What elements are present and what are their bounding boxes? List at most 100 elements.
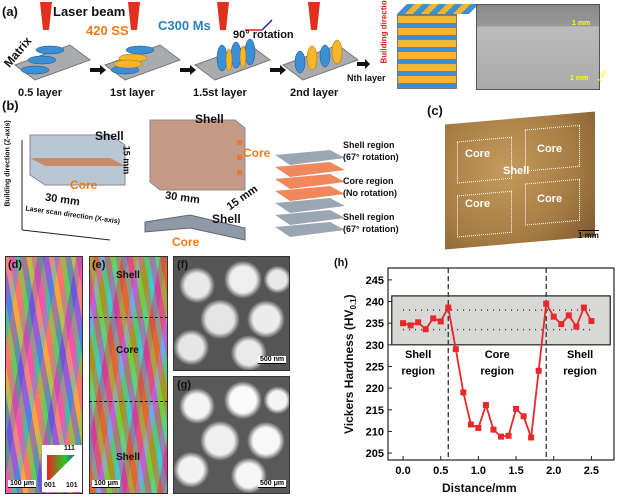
- ipf-label: 111: [64, 445, 75, 452]
- inset-photo: [391, 295, 611, 346]
- x-tick-label: 2.0: [546, 465, 561, 477]
- ipf-label: 101: [66, 482, 78, 489]
- shell-label: Shell: [212, 212, 241, 226]
- scale-label: 1 mm: [572, 20, 591, 27]
- ipf-triangle: [47, 455, 77, 480]
- laser-beam-icon: [40, 2, 320, 30]
- ss-tracks-icon: [113, 39, 343, 72]
- plot-frame: [387, 267, 615, 461]
- data-point: [400, 320, 407, 327]
- core-label: Core: [243, 146, 271, 160]
- y-tick-label: 210: [366, 426, 384, 438]
- shell-core-schematic: [21, 119, 345, 241]
- x-tick-label: 2.5: [584, 465, 599, 477]
- core-label: Core: [537, 143, 563, 155]
- region-label: region: [563, 365, 597, 377]
- rotation-icon: [245, 19, 273, 31]
- data-point: [407, 322, 414, 329]
- ms-label: C300 Ms: [158, 18, 211, 33]
- ebsd-map: [89, 256, 168, 494]
- ipf-label: 001: [44, 482, 56, 489]
- layer-label-core: Core region(No rotation): [343, 176, 397, 198]
- region-label: region: [480, 365, 514, 377]
- data-point: [580, 304, 587, 311]
- core-label: Core: [172, 235, 200, 249]
- data-point: [558, 321, 565, 328]
- data-point: [475, 424, 482, 431]
- data-point: [573, 323, 580, 330]
- rotation-label: 90° rotation: [233, 29, 294, 41]
- layer-label-shell-bottom: Shell region(67° rotation): [343, 212, 399, 234]
- step-label: 2nd layer: [290, 87, 339, 99]
- scale-label: 1 mm: [570, 75, 589, 82]
- data-point: [452, 346, 459, 353]
- layer-label-shell-top: Shell region(67° rotation): [343, 140, 399, 162]
- panel-label-a: (a): [2, 4, 18, 19]
- panel-label-f: (f): [177, 259, 188, 271]
- data-point: [513, 405, 520, 412]
- scale-bar: 100 μm: [92, 480, 121, 488]
- arrow-icon: [90, 59, 370, 75]
- data-point: [430, 315, 437, 322]
- data-point: [422, 326, 429, 333]
- data-point: [445, 304, 452, 311]
- scale-bar: 100 μm: [8, 480, 37, 488]
- y-tick-label: 205: [366, 448, 384, 460]
- layered-cube-icon: [397, 14, 457, 89]
- scale-label: 1 mm: [578, 230, 599, 240]
- panel-label-h: (h): [334, 257, 349, 269]
- step-label: Nth layer: [347, 73, 386, 83]
- shell-label: Shell: [116, 270, 140, 281]
- x-tick-label: 0.0: [395, 465, 410, 477]
- core-label: Core: [116, 345, 139, 356]
- data-point: [505, 432, 512, 439]
- data-point: [498, 433, 504, 440]
- panel-label-g: (g): [177, 379, 192, 391]
- x-axis-label: Distance/mm: [442, 481, 517, 495]
- scan-layer-stack: [275, 150, 345, 237]
- tem-image: [173, 256, 290, 371]
- x-tick-label: 1.5: [508, 465, 523, 477]
- y-tick-label: 215: [366, 405, 384, 417]
- laser-beam-label: Laser beam: [53, 4, 126, 19]
- step-label: 1.5st layer: [193, 87, 247, 99]
- core-label: Core: [537, 193, 563, 205]
- step-label: 1st layer: [110, 87, 155, 99]
- data-point: [415, 319, 422, 326]
- x-tick-label: 1.0: [471, 465, 486, 477]
- y-tick-label: 225: [366, 361, 384, 373]
- region-label: Shell: [567, 349, 593, 361]
- layer-deposition-schematic: [13, 2, 370, 81]
- data-point: [588, 318, 595, 325]
- y-tick-label: 245: [366, 275, 384, 287]
- data-point: [543, 300, 550, 307]
- region-label: Core: [485, 349, 510, 361]
- core-label: Core: [465, 198, 491, 210]
- ss-label: 420 SS: [86, 23, 129, 38]
- y-tick-label: 230: [366, 340, 384, 352]
- data-point: [467, 421, 474, 428]
- shell-label: Shell: [195, 112, 224, 126]
- shell-label: Shell: [503, 165, 530, 177]
- data-point: [437, 318, 444, 325]
- data-point: [490, 426, 497, 433]
- scale-bar: 500 μm: [258, 480, 287, 488]
- y-tick-label: 220: [366, 383, 384, 395]
- scale-bar: 500 nm: [258, 356, 287, 364]
- panel-label-e: (e): [92, 259, 106, 271]
- region-label: Shell: [405, 349, 431, 361]
- shell-label: Shell: [95, 129, 124, 143]
- core-label: Core: [70, 178, 98, 192]
- boundary-line: [89, 401, 168, 402]
- ipf-legend: 111 001 101: [42, 445, 82, 492]
- region-label: region: [401, 365, 435, 377]
- panel-label-c: (c): [427, 103, 443, 118]
- micrograph-block: [476, 4, 600, 90]
- data-point: [565, 312, 572, 319]
- data-point: [535, 367, 542, 374]
- shell-label: Shell: [116, 452, 140, 463]
- y-tick-label: 240: [366, 297, 384, 309]
- panel-label-d: (d): [8, 259, 23, 271]
- panel-label-b: (b): [2, 98, 19, 113]
